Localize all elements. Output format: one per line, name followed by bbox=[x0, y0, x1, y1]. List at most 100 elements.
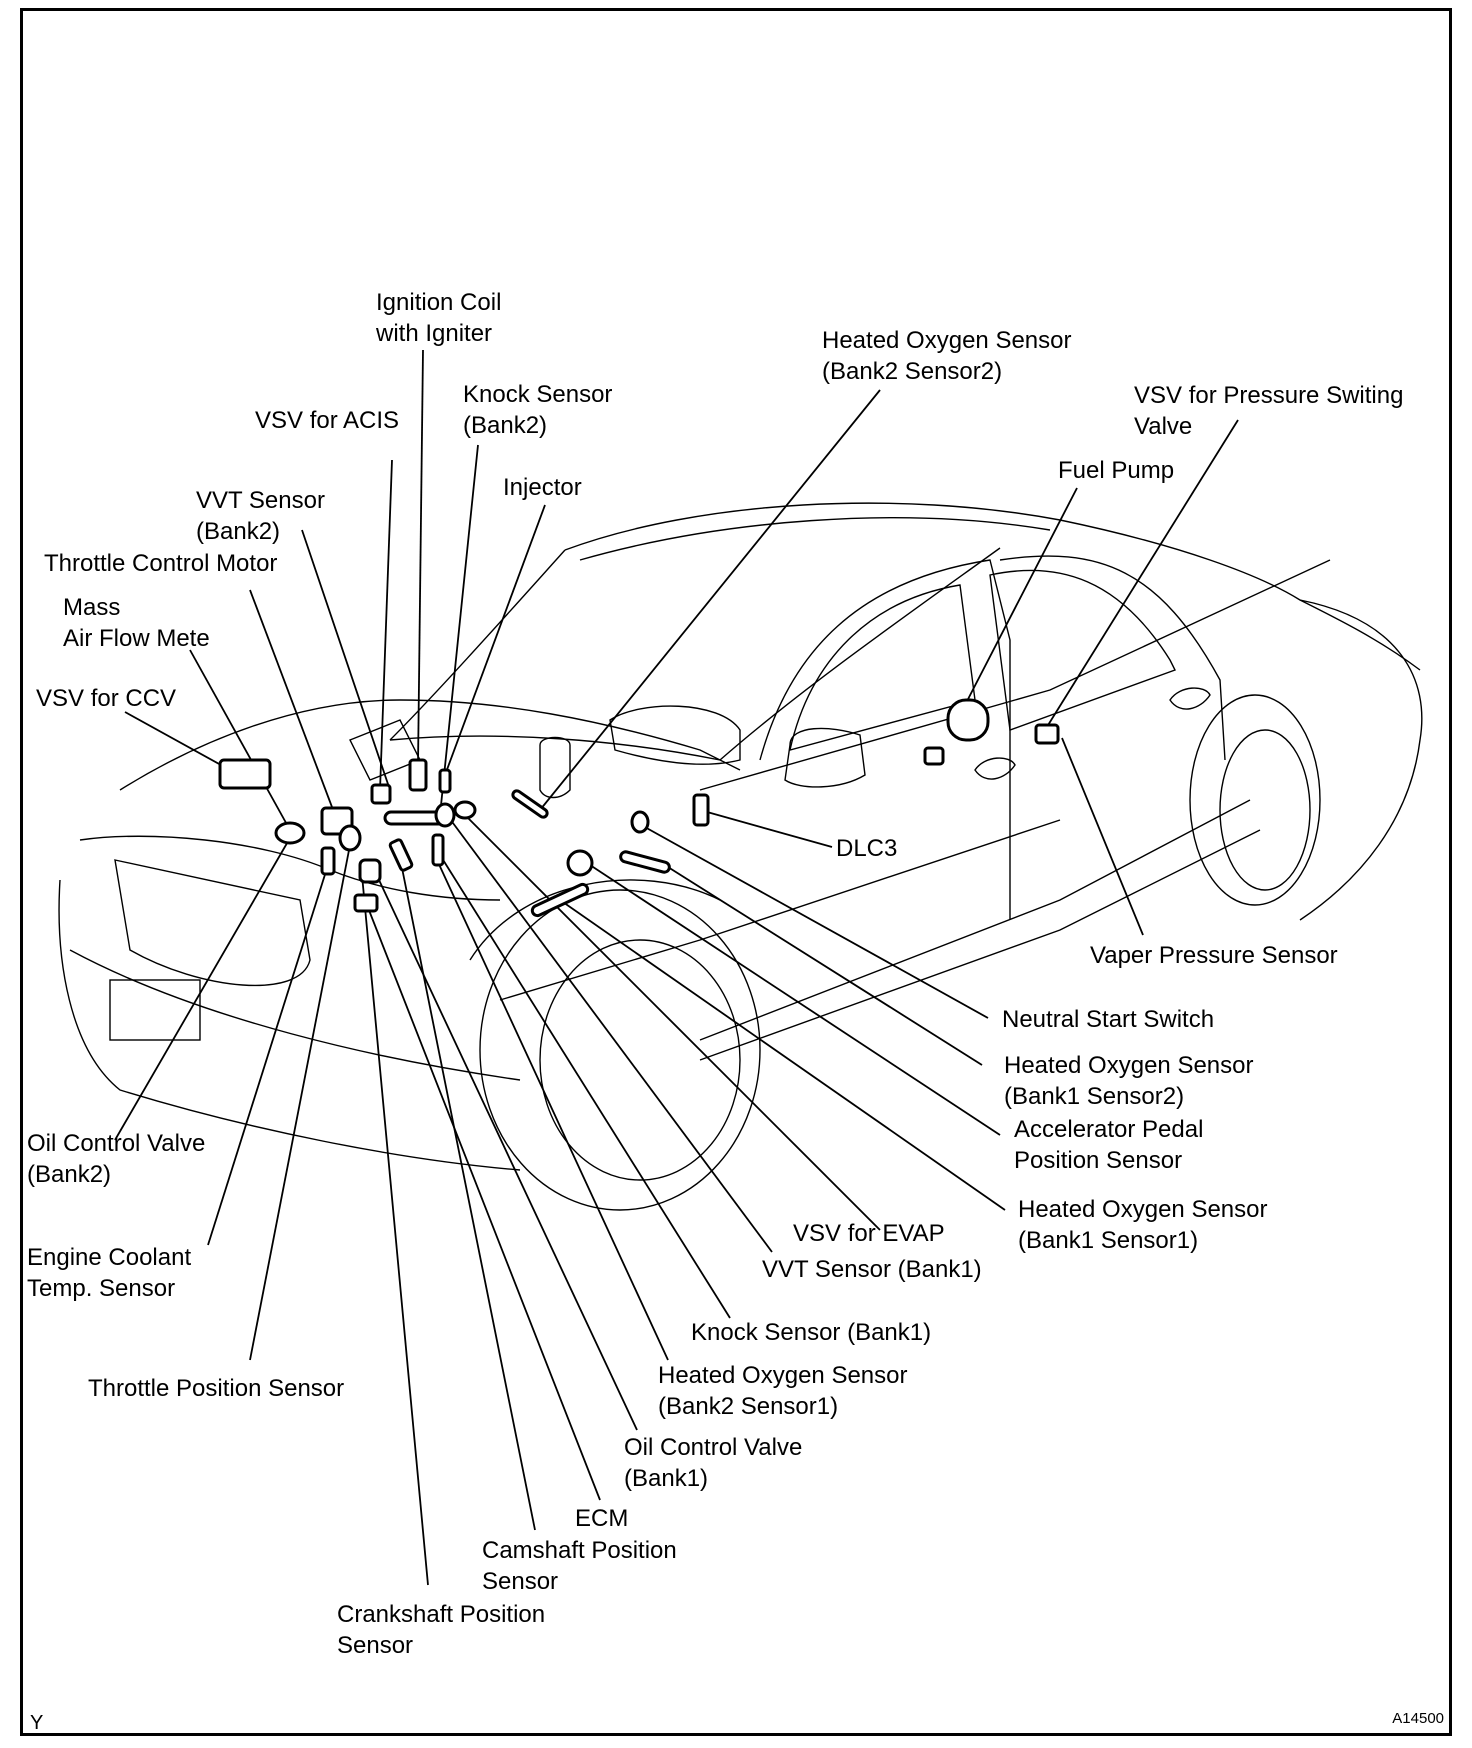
front-bumper bbox=[58, 879, 521, 1171]
car-roof-inner bbox=[579, 517, 1051, 561]
vsv-ccv-part bbox=[218, 758, 272, 790]
ocv-bank1-part bbox=[453, 800, 477, 820]
leader-line-accelerator-pedal-position-sensor bbox=[589, 864, 1001, 1136]
accel-pedal-part bbox=[692, 793, 710, 827]
diagram-frame bbox=[20, 8, 1452, 1736]
fuel-pump-part bbox=[946, 698, 990, 742]
label-ho2s-bank1-sensor1: Heated Oxygen Sensor (Bank1 Sensor1) bbox=[1018, 1196, 1268, 1254]
front-door-handle bbox=[974, 757, 1016, 780]
ect-sensor-part bbox=[320, 846, 336, 876]
car-outline bbox=[58, 502, 1423, 1211]
leader-line-oil-control-valve-bank1 bbox=[371, 864, 638, 1431]
license-plate bbox=[109, 979, 201, 1041]
maf-meter-part bbox=[274, 821, 306, 845]
leader-line-knock-sensor-bank2 bbox=[439, 444, 479, 816]
leader-line-mass-air-flow-meter bbox=[189, 649, 291, 831]
leader-line-vsv-pressure-switching-valve bbox=[1044, 419, 1239, 731]
leader-line-ho2s-bank2-sensor1 bbox=[436, 859, 669, 1361]
body-side-line bbox=[499, 819, 1061, 1001]
corner-mark-left: Y bbox=[30, 1712, 44, 1734]
label-dlc3: DLC3 bbox=[836, 835, 898, 862]
windshield bbox=[389, 547, 1001, 761]
leader-line-ignition-coil bbox=[417, 349, 424, 766]
vvt-bank1-part bbox=[434, 802, 456, 828]
front-window bbox=[789, 584, 976, 751]
ho2s-b2s2-part bbox=[511, 789, 549, 819]
label-knock-sensor-bank1: Knock Sensor (Bank1) bbox=[691, 1319, 932, 1346]
hood bbox=[119, 699, 741, 791]
leader-line-ho2s-bank1-sensor2 bbox=[659, 861, 983, 1066]
label-crankshaft-position-sensor: Crankshaft Position Sensor bbox=[337, 1601, 546, 1659]
leader-line-ho2s-bank2-sensor2 bbox=[539, 389, 881, 811]
ho2s-b1s2-part bbox=[619, 850, 671, 874]
label-oil-control-valve-bank2: Oil Control Valve (Bank2) bbox=[27, 1130, 206, 1188]
hood-air-intake bbox=[609, 705, 741, 765]
label-ignition-coil: Ignition Coil with Igniter bbox=[376, 289, 502, 347]
ckp-sensor-part bbox=[358, 858, 382, 884]
leader-line-throttle-control-motor bbox=[249, 589, 336, 816]
grille bbox=[114, 859, 311, 987]
vsv-evap-part bbox=[566, 849, 594, 877]
leader-line-knock-sensor-bank1 bbox=[439, 854, 731, 1319]
leader-line-vvt-sensor-bank2 bbox=[301, 529, 391, 791]
label-ho2s-bank2-sensor1: Heated Oxygen Sensor (Bank2 Sensor1) bbox=[658, 1362, 908, 1420]
leader-line-vsv-ccv bbox=[124, 711, 231, 771]
label-vsv-evap: VSV for EVAP bbox=[793, 1220, 945, 1247]
rear-wheel-inner bbox=[1219, 729, 1311, 891]
injector-part bbox=[438, 768, 452, 794]
neutral-start-switch-part bbox=[630, 810, 650, 834]
label-vsv-acis: VSV for ACIS bbox=[255, 407, 400, 434]
rear-window bbox=[989, 569, 1176, 731]
vapor-sensor-part bbox=[923, 746, 945, 766]
tps-part bbox=[338, 824, 362, 852]
label-camshaft-position-sensor: Camshaft Position Sensor bbox=[482, 1537, 677, 1595]
cmp-sensor-part bbox=[388, 838, 414, 872]
label-accelerator-pedal-position-sensor: Accelerator Pedal Position Sensor bbox=[1014, 1116, 1204, 1174]
leader-line-neutral-start-switch bbox=[642, 825, 989, 1019]
rear-quarter bbox=[1299, 599, 1423, 921]
ho2s-b1s1-part bbox=[530, 882, 590, 918]
label-engine-coolant-temp-sensor: Engine Coolant Temp. Sensor bbox=[27, 1244, 192, 1302]
leader-line-ho2s-bank1-sensor1 bbox=[559, 899, 1006, 1211]
label-knock-sensor-bank2: Knock Sensor (Bank2) bbox=[463, 381, 613, 439]
label-vvt-sensor-bank2: VVT Sensor (Bank2) bbox=[196, 487, 325, 545]
leader-line-throttle-position-sensor bbox=[249, 844, 351, 1361]
label-vsv-pressure-switching-valve: VSV for Pressure Switing Valve bbox=[1134, 382, 1404, 440]
washer-tank bbox=[539, 736, 571, 799]
figure-code: A14500 bbox=[1392, 1710, 1444, 1727]
label-injector: Injector bbox=[503, 474, 582, 501]
leader-line-vvt-sensor-bank1 bbox=[446, 814, 773, 1253]
vsv-psv-part bbox=[1034, 723, 1060, 745]
ignition-coil-part bbox=[408, 758, 428, 792]
vsv-acis-part bbox=[370, 783, 392, 805]
leader-line-vsv-evap bbox=[461, 811, 881, 1231]
label-neutral-start-switch: Neutral Start Switch bbox=[1002, 1006, 1215, 1033]
leader-line-vsv-acis bbox=[379, 459, 393, 791]
leader-line-injector bbox=[444, 504, 546, 776]
windshield-base bbox=[389, 735, 721, 761]
leader-line-ecm bbox=[364, 899, 601, 1501]
leader-lines bbox=[114, 349, 1239, 1586]
leader-line-oil-control-valve-bank2 bbox=[114, 837, 291, 1141]
leader-line-crankshaft-position-sensor bbox=[361, 874, 429, 1586]
car-roof bbox=[564, 502, 1421, 671]
label-vsv-ccv: VSV for CCV bbox=[36, 685, 177, 712]
label-vvt-sensor-bank1: VVT Sensor (Bank1) bbox=[762, 1256, 982, 1283]
label-oil-control-valve-bank1: Oil Control Valve (Bank1) bbox=[624, 1434, 803, 1492]
label-throttle-position-sensor: Throttle Position Sensor bbox=[88, 1375, 345, 1402]
front-door bbox=[759, 559, 1011, 920]
rear-wheel-outer bbox=[1189, 694, 1321, 906]
rear-door-handle bbox=[1169, 687, 1211, 710]
leader-line-fuel-pump bbox=[964, 487, 1078, 706]
ho2s-b2s1-part bbox=[431, 833, 445, 867]
leader-line-dlc3 bbox=[699, 809, 833, 848]
leader-line-engine-coolant-temp-sensor bbox=[207, 864, 329, 1246]
label-throttle-control-motor: Throttle Control Motor bbox=[44, 550, 278, 577]
side-mirror bbox=[784, 727, 866, 788]
label-fuel-pump: Fuel Pump bbox=[1058, 457, 1175, 484]
leader-line-vapor-pressure-sensor bbox=[1061, 737, 1144, 936]
front-wheel-outer bbox=[479, 889, 761, 1211]
label-vapor-pressure-sensor: Vaper Pressure Sensor bbox=[1090, 942, 1338, 969]
front-bumper-lower bbox=[69, 949, 521, 1081]
